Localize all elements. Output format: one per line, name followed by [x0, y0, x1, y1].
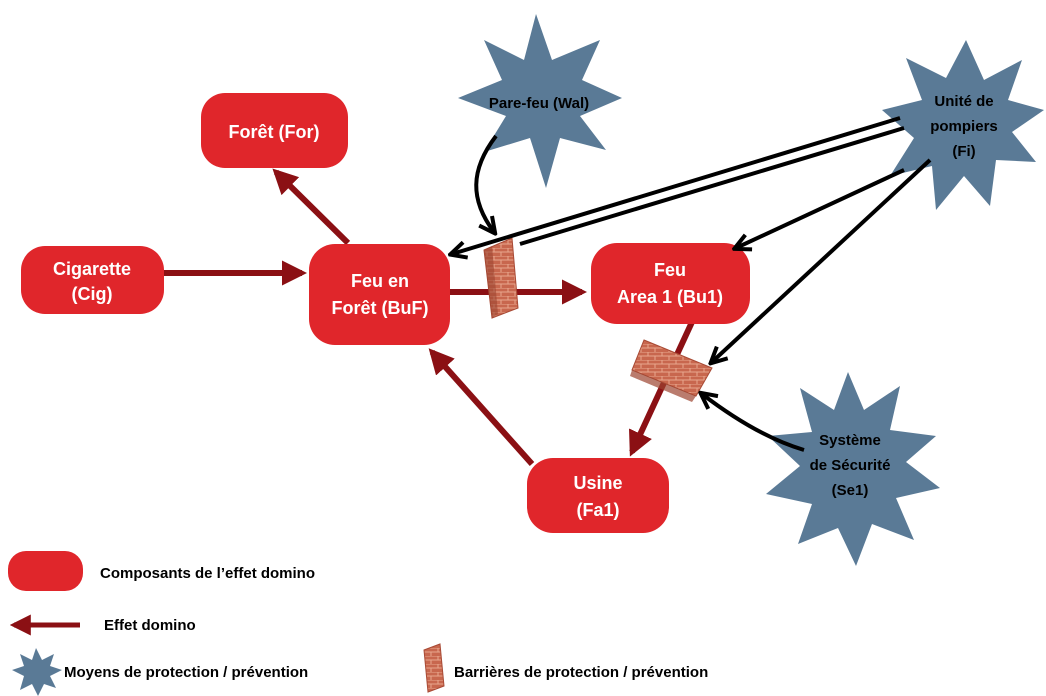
node-cigarette: Cigarette (Cig): [21, 246, 164, 314]
node-foret-label: Forêt (For): [229, 122, 320, 142]
arrow-securite-to-barrier: [702, 394, 805, 452]
star-securite-label-2: de Sécurité: [810, 457, 891, 474]
legend-component-swatch: [8, 551, 83, 591]
arrow-usine-to-feu-foret: [428, 348, 535, 466]
legend-domino-label: Effet domino: [104, 617, 196, 634]
star-securite-label-3: (Se1): [832, 482, 869, 499]
node-feu-foret: Feu en Forêt (BuF): [309, 244, 450, 345]
star-pompiers-label-3: (Fi): [952, 143, 975, 160]
star-securite-shape: [766, 372, 940, 566]
star-pompiers-label-1: Unité de: [934, 93, 993, 110]
legend-star-icon: [12, 648, 62, 696]
legend-components-label: Composants de l’effet domino: [100, 565, 315, 582]
arrow-parefeu-to-barrier: [474, 134, 496, 232]
legend-protection-label: Moyens de protection / prévention: [64, 664, 308, 681]
arrow-feu-foret-to-foret: [272, 168, 351, 246]
node-usine: Usine (Fa1): [527, 458, 669, 533]
node-foret: Forêt (For): [201, 93, 348, 168]
star-pompiers-label-2: pompiers: [930, 118, 998, 135]
arrow-pompiers-to-barrier: [712, 158, 932, 362]
barrier-securite: [630, 339, 713, 402]
node-usine-label-2: (Fa1): [576, 500, 619, 520]
node-usine-label-1: Usine: [573, 473, 622, 493]
protection-parefeu: Pare-feu (Wal): [458, 14, 622, 188]
node-feu-area-label-2: Area 1 (Bu1): [617, 287, 723, 307]
protection-securite: Système de Sécurité (Se1): [766, 372, 940, 566]
node-feu-area: Feu Area 1 (Bu1): [591, 243, 750, 324]
legend: Composants de l’effet domino Effet domin…: [8, 551, 708, 696]
star-parefeu-shape: [458, 14, 622, 188]
protection-arrows: [452, 116, 932, 452]
arrow-pompiers-to-feu-foret-1: [452, 116, 901, 254]
node-cigarette-label-2: (Cig): [72, 284, 113, 304]
star-securite-label-1: Système: [819, 432, 881, 449]
arrow-pompiers-to-feu-foret-2: [519, 126, 905, 246]
node-cigarette-label-1: Cigarette: [53, 259, 131, 279]
node-feu-foret-label-2: Forêt (BuF): [332, 298, 429, 318]
star-parefeu-label: Pare-feu (Wal): [489, 95, 589, 112]
node-feu-foret-label-1: Feu en: [351, 271, 409, 291]
barrier-parefeu: [483, 237, 519, 319]
legend-brick-icon: [423, 643, 445, 693]
arrow-pompiers-to-feu-area: [736, 168, 905, 248]
node-feu-area-label-1: Feu: [654, 260, 686, 280]
legend-barriers-label: Barrières de protection / prévention: [454, 664, 708, 681]
